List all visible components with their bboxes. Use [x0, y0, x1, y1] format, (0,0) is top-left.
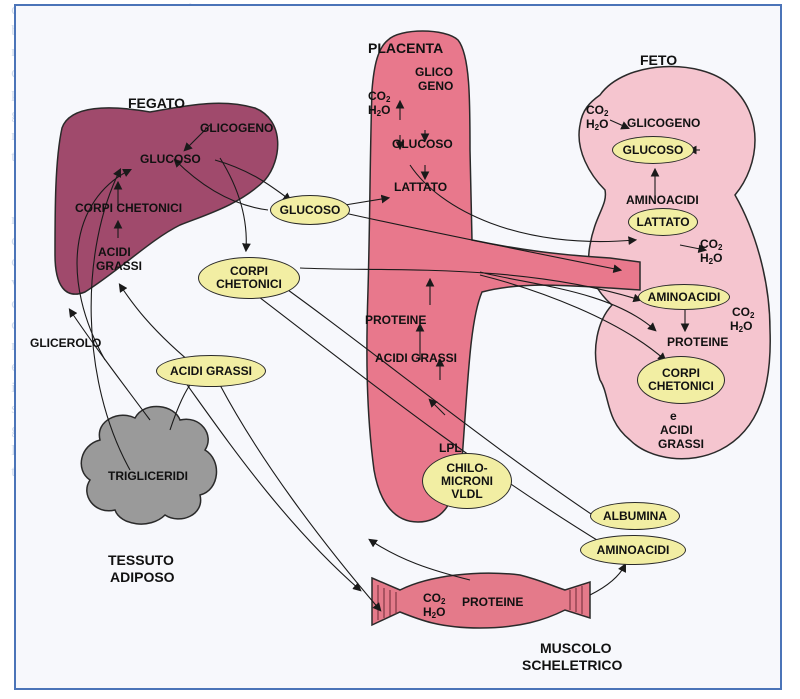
feto-h2o-right-label: H2O	[700, 251, 723, 267]
muscle-striations	[377, 585, 583, 620]
placenta-co2-label: CO2	[368, 89, 391, 105]
muscle-proteine-label: PROTEINE	[462, 595, 524, 609]
feto-e-label: e	[670, 409, 677, 423]
trigliceridi-label: TRIGLICERIDI	[108, 469, 188, 483]
feto-acidi-label: ACIDI	[660, 423, 693, 437]
placenta-proteine-label: PROTEINE	[365, 313, 427, 327]
liver-acidi-label: ACIDI	[98, 245, 131, 259]
feto-h2o-label: H2O	[586, 117, 609, 133]
muscle-co2-label: CO2	[423, 591, 446, 607]
feto-aminoacidi-label: AMINOACIDI	[626, 193, 699, 207]
placenta-h2o-label: H2O	[368, 103, 391, 119]
liver-corpi-chetonici-label: CORPI CHETONICI	[75, 201, 183, 215]
feto-grassi-label: GRASSI	[658, 437, 705, 451]
title-muscolo: MUSCOLO	[540, 640, 612, 656]
liver-grassi-label: GRASSI	[96, 259, 143, 273]
feto-co2-right-label: CO2	[700, 237, 723, 253]
title-feto: FETO	[640, 52, 678, 68]
title-tessuto: TESSUTO	[108, 552, 174, 568]
placenta-acidi-grassi-label: ACIDI GRASSI	[375, 351, 458, 365]
placenta-lpl-label: LPL	[439, 441, 462, 455]
feto-h2o-far-label: H2O	[730, 319, 753, 335]
oval-acidi-grassi: ACIDI GRASSI	[156, 355, 266, 387]
oval-feto-glucoso: GLUCOSO	[612, 136, 694, 164]
oval-glucoso: GLUCOSO	[270, 195, 350, 225]
title-placenta: PLACENTA	[368, 40, 444, 56]
title-adiposo: ADIPOSO	[110, 569, 175, 585]
title-scheletrico: SCHELETRICO	[522, 657, 623, 673]
adipose-cloud	[80, 405, 218, 525]
oval-feto-lattato: LATTATO	[628, 208, 698, 236]
feto-co2-far-label: CO2	[732, 305, 755, 321]
feto-co2-label: CO2	[586, 103, 609, 119]
muscle-shape	[371, 572, 591, 629]
feto-glicogeno-label: GLICOGENO	[627, 116, 701, 130]
placenta-lattato-label: LATTATO	[394, 180, 448, 194]
muscle-h2o-label: H2O	[423, 605, 446, 621]
liver-shape	[54, 102, 279, 295]
fetus-shape	[578, 65, 771, 460]
oval-aminoacidi-bottom: AMINOACIDI	[580, 535, 686, 565]
liver-glucoso-label: GLUCOSO	[140, 152, 201, 166]
oval-feto-aminoacidi: AMINOACIDI	[638, 284, 730, 310]
liver-glicogeno-label: GLICOGENO	[200, 121, 274, 135]
oval-albumina: ALBUMINA	[590, 502, 680, 530]
feto-proteine-label: PROTEINE	[667, 335, 729, 349]
title-fegato: FEGATO	[128, 95, 186, 111]
placenta-glico-label: GLICO	[415, 65, 453, 79]
metabolic-arrows	[68, 99, 718, 612]
placenta-glucoso-label: GLUCOSO	[392, 137, 453, 151]
placenta-geno-label: GENO	[418, 79, 454, 93]
glicerolo-label: GLICEROLO	[30, 336, 102, 350]
